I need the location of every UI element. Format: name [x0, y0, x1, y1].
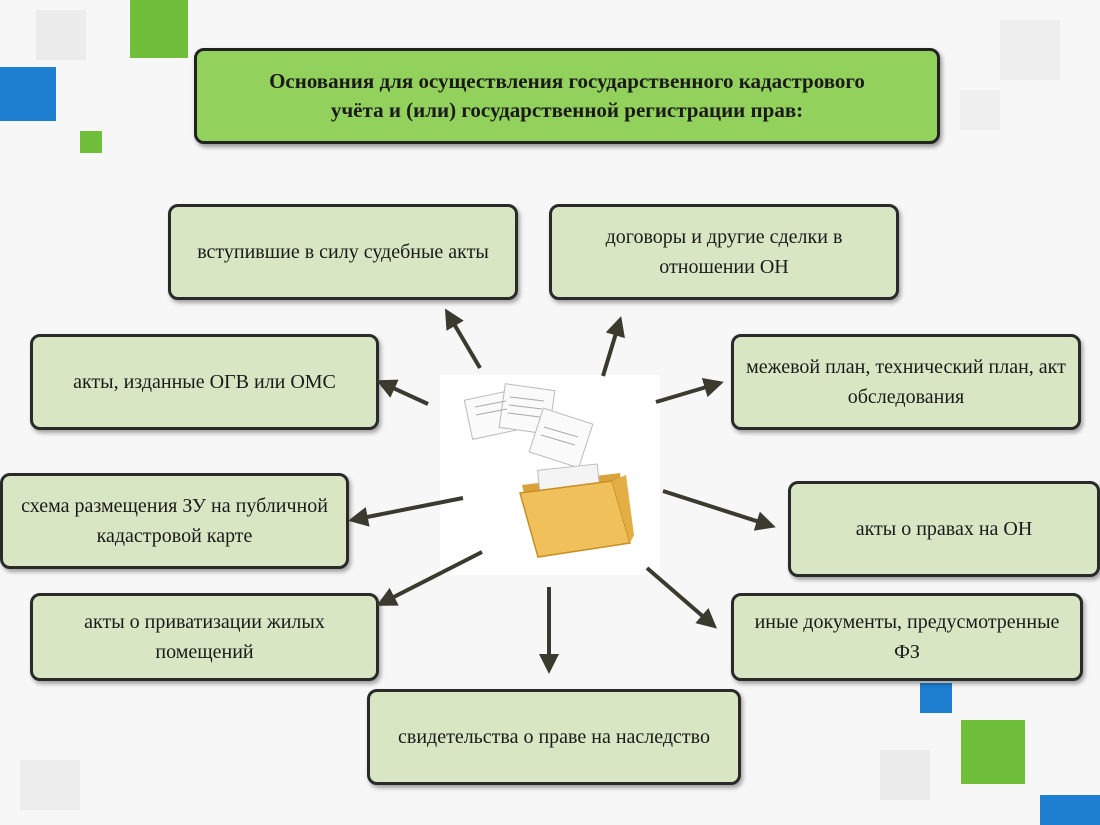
item-inheritance-certificates: свидетельства о праве на наследство — [367, 689, 741, 785]
deco-square-green-bottom — [961, 720, 1025, 784]
arrow-to-cadastral-map-scheme — [348, 496, 464, 527]
deco-square-blue — [0, 67, 56, 121]
item-other-documents: иные документы, предусмотренные ФЗ — [731, 593, 1083, 681]
deco-square-light-2 — [1000, 20, 1060, 80]
arrow-to-court-acts — [444, 308, 482, 370]
arrow-to-privatization-acts — [376, 550, 483, 606]
item-property-rights-acts: акты о правах на ОН — [788, 481, 1100, 577]
arrow-to-other-documents — [645, 566, 718, 629]
folder-icon — [440, 375, 660, 575]
item-contracts: договоры и другие сделки в отношении ОН — [549, 204, 899, 300]
item-court-acts: вступившие в силу судебные акты — [168, 204, 518, 300]
flying-papers-icon — [463, 383, 594, 469]
item-privatization-acts: акты о приватизации жилых помещений — [30, 593, 379, 681]
arrow-to-contracts — [601, 316, 625, 377]
item-cadastral-map-scheme: схема размещения ЗУ на публичной кадастр… — [0, 473, 349, 569]
deco-square-light-5 — [20, 760, 80, 810]
deco-square-blue-small — [920, 683, 952, 713]
arrow-to-government-acts — [376, 379, 429, 406]
deco-square-green-large — [130, 0, 188, 58]
deco-square-green-small — [80, 131, 102, 153]
deco-square-blue-bottom — [1040, 795, 1100, 825]
deco-square-light-1 — [36, 10, 86, 60]
item-boundary-plan: межевой план, технический план, акт обсл… — [731, 334, 1081, 430]
item-government-acts: акты, изданные ОГВ или ОМС — [30, 334, 379, 430]
arrow-to-property-rights-acts — [662, 489, 776, 531]
deco-square-light-3 — [960, 90, 1000, 130]
arrow-to-boundary-plan — [655, 377, 724, 404]
diagram-title: Основания для осуществления государствен… — [194, 48, 940, 144]
deco-square-light-4 — [880, 750, 930, 800]
